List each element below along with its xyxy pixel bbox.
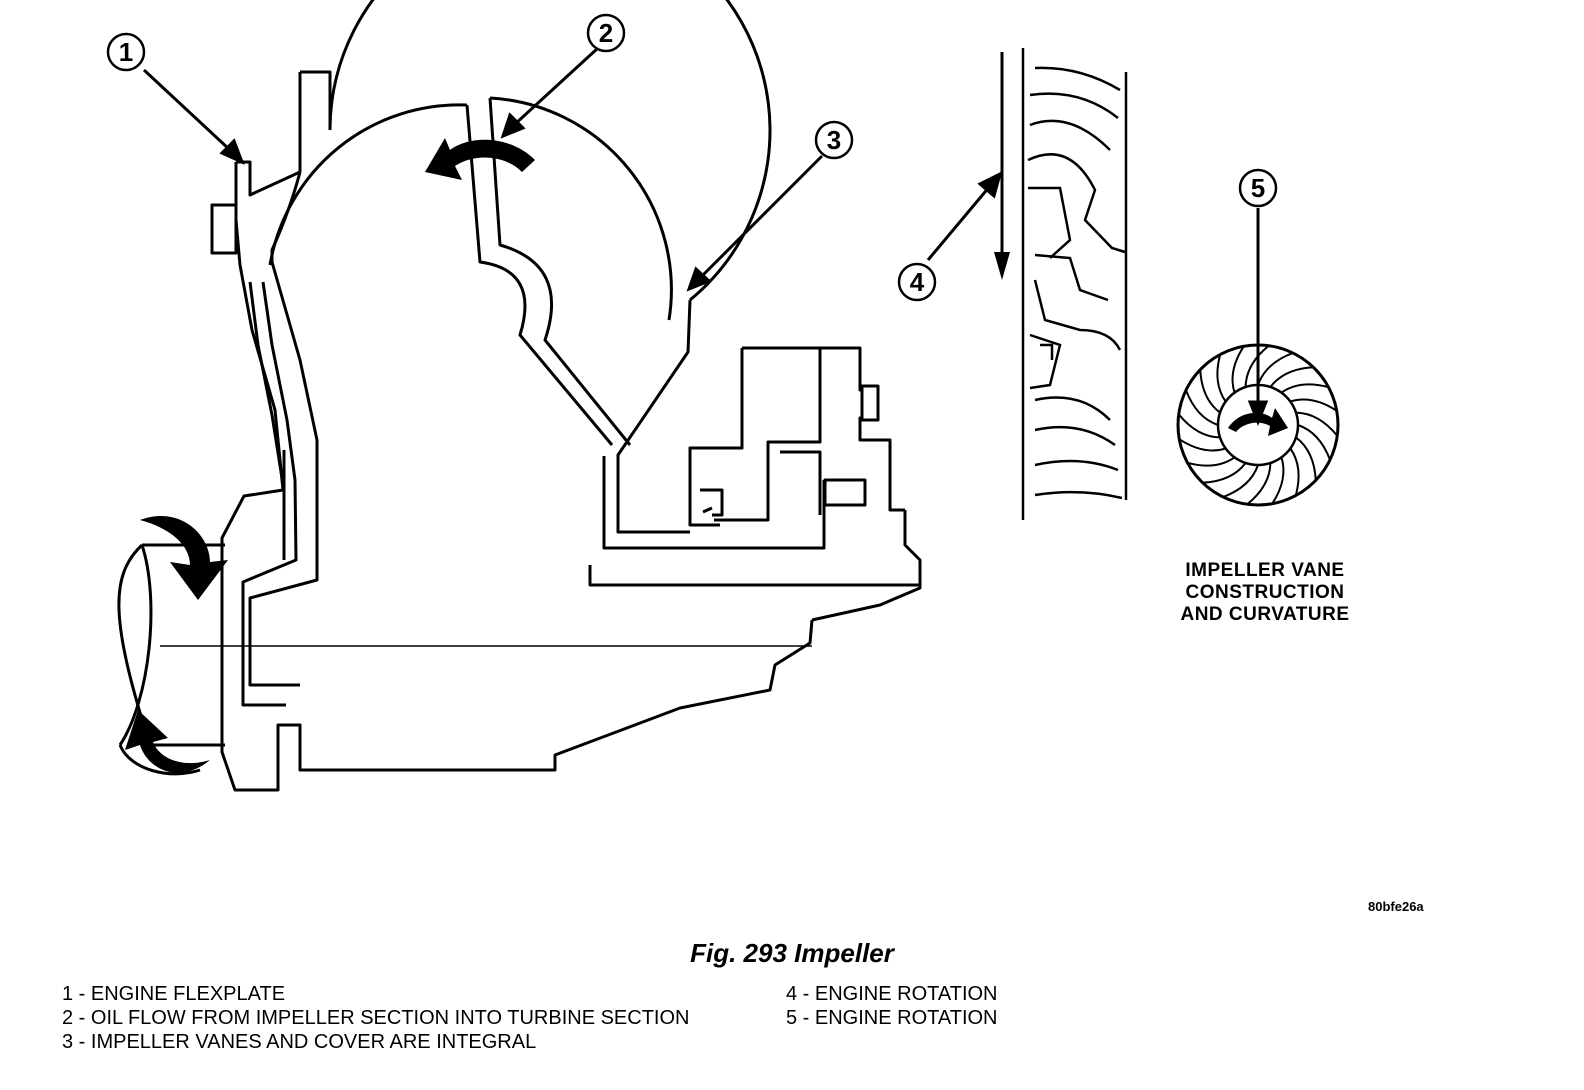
legend-item: 4 - ENGINE ROTATION	[786, 983, 998, 1005]
impeller-vane	[1244, 344, 1270, 388]
callout-3: 3	[814, 120, 854, 160]
callout-1: 1	[106, 32, 146, 72]
impeller-rotation-arrow-icon	[1228, 408, 1288, 436]
impeller-vane	[1202, 462, 1247, 484]
impeller-front-view	[1176, 343, 1340, 507]
impeller-vane	[1177, 413, 1221, 439]
impeller-vane	[1199, 369, 1221, 414]
impeller-vane	[1231, 345, 1245, 393]
inset-caption: IMPELLER VANE CONSTRUCTION AND CURVATURE	[1140, 560, 1390, 626]
figure-caption: Fig. 293 Impeller	[690, 938, 894, 968]
callout-leaders	[142, 46, 1269, 427]
callout-number: 2	[599, 18, 613, 48]
impeller-vane	[1295, 411, 1339, 437]
engine-rotation-arrow	[994, 52, 1010, 280]
impeller-vane	[1289, 447, 1300, 496]
impeller-vane	[1280, 383, 1329, 394]
converter-cross-section	[160, 0, 922, 792]
callout-number: 3	[827, 125, 841, 155]
figure-id: 80bfe26a	[1368, 899, 1424, 914]
impeller-vane	[1271, 457, 1285, 505]
impeller-vane	[1216, 354, 1227, 403]
callout-number: 4	[910, 267, 925, 297]
impeller-vane	[1222, 464, 1259, 498]
legend-item: 5 - ENGINE ROTATION	[786, 1007, 998, 1029]
impeller-side-view	[1021, 48, 1128, 520]
legend-item: 2 - OIL FLOW FROM IMPELLER SECTION INTO …	[62, 1007, 690, 1029]
engine-shaft	[117, 543, 225, 776]
impeller-vane	[1297, 424, 1331, 461]
legend-right: 4 - ENGINE ROTATION 5 - ENGINE ROTATION	[786, 982, 1186, 1030]
inset-caption-line: IMPELLER VANE	[1185, 560, 1345, 581]
callout-5: 5	[1238, 168, 1278, 208]
inset-caption-line: CONSTRUCTION	[1185, 582, 1345, 603]
impeller-vane	[1257, 352, 1294, 386]
impeller-vane	[1290, 398, 1338, 412]
impeller-vanes	[1177, 344, 1339, 506]
callout-number: 5	[1251, 173, 1265, 203]
impeller-vane	[1269, 366, 1314, 388]
impeller-vane	[1178, 438, 1226, 452]
impeller-vane	[1246, 462, 1272, 506]
impeller-vane	[1185, 389, 1219, 426]
legend-item: 1 - ENGINE FLEXPLATE	[62, 983, 286, 1005]
rotation-arrow-icon	[125, 515, 228, 773]
legend-item: 3 - IMPELLER VANES AND COVER ARE INTEGRA…	[62, 1031, 537, 1053]
inset-caption-line: AND CURVATURE	[1180, 604, 1350, 625]
callout-4: 4	[897, 262, 937, 302]
oil-flow-arrow-icon	[425, 138, 535, 180]
callout-number: 1	[119, 37, 133, 67]
callout-2: 2	[586, 13, 626, 53]
impeller-vane	[1295, 436, 1317, 481]
legend-left: 1 - ENGINE FLEXPLATE 2 - OIL FLOW FROM I…	[62, 982, 702, 1054]
impeller-vane	[1187, 456, 1236, 467]
